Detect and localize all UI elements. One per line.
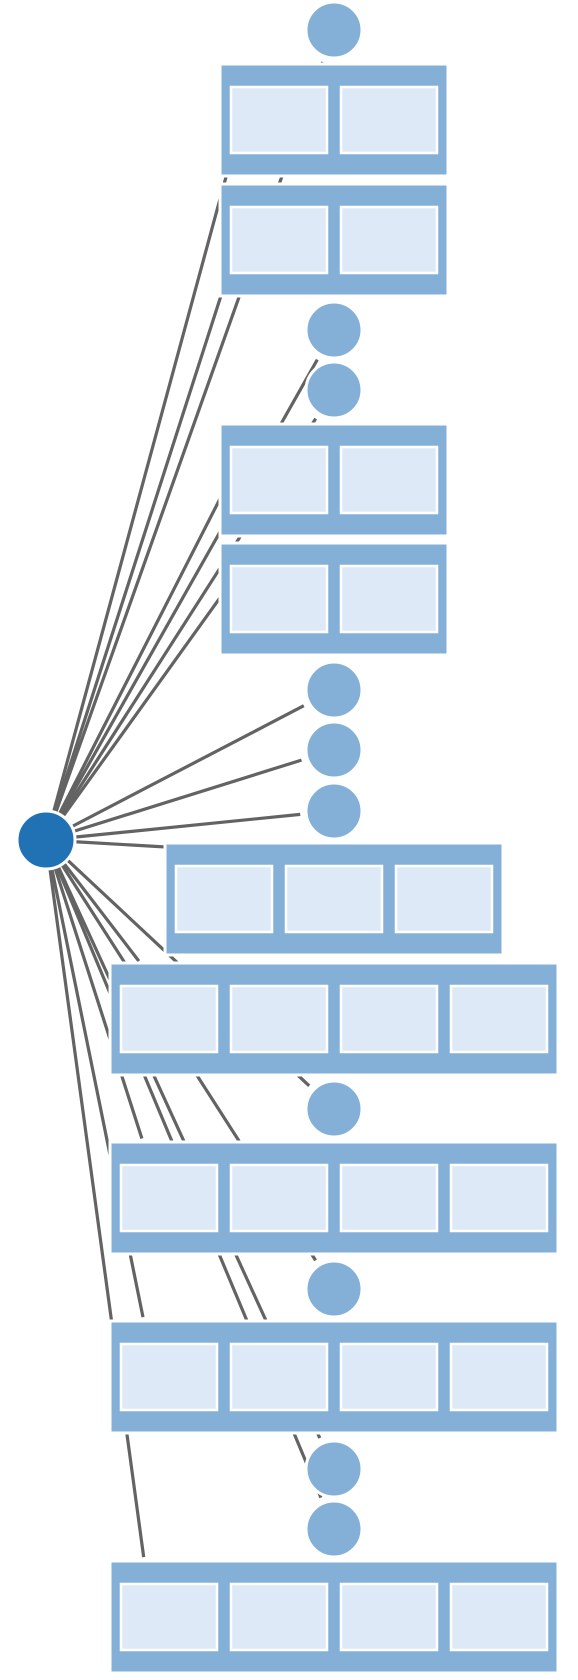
edge-root-to-node-5 (69, 758, 302, 835)
box-9-cell-2 (229, 1582, 329, 1652)
box-4-cell-2 (339, 564, 439, 634)
edge-root-to-box-3 (55, 438, 252, 819)
elements-layer (15, 0, 560, 1675)
box-6-cell-2 (229, 984, 329, 1054)
box-8-cell-1 (119, 1342, 219, 1412)
box-3 (218, 422, 450, 538)
box-1-cell-2 (339, 85, 439, 155)
root-node (15, 809, 77, 871)
box-7-cell-1 (119, 1163, 219, 1233)
box-2-cell-1 (229, 205, 329, 275)
edge-root-to-node-6 (70, 812, 301, 840)
box-7 (108, 1140, 560, 1256)
node-10 (304, 1499, 364, 1559)
box-5 (163, 841, 505, 957)
node-1 (304, 0, 364, 60)
box-8-cell-4 (449, 1342, 549, 1412)
edge-root-to-box-7 (52, 863, 144, 1139)
node-4 (304, 660, 364, 720)
node-3 (304, 360, 364, 420)
box-6-cell-3 (339, 984, 439, 1054)
box-5-cell-2 (284, 864, 384, 934)
edge-root-to-box-2 (52, 199, 254, 817)
node-7 (304, 1079, 364, 1139)
box-6-cell-1 (119, 984, 219, 1054)
box-6 (108, 961, 560, 1077)
box-9-cell-3 (339, 1582, 439, 1652)
node-9 (304, 1439, 364, 1499)
box-7-cell-3 (339, 1163, 439, 1233)
edge-root-to-box-6 (59, 858, 141, 963)
box-4 (218, 541, 450, 657)
box-2-cell-2 (339, 205, 439, 275)
box-6-cell-4 (449, 984, 549, 1054)
box-8-cell-2 (229, 1342, 329, 1412)
box-1-cell-1 (229, 85, 329, 155)
box-3-cell-1 (229, 445, 329, 515)
box-8-cell-3 (339, 1342, 439, 1412)
box-8 (108, 1319, 560, 1435)
edge-root-to-node-4 (67, 704, 305, 830)
box-5-cell-3 (394, 864, 494, 934)
edge-root-to-box-9 (47, 864, 146, 1558)
box-9-cell-4 (449, 1582, 549, 1652)
box-7-cell-4 (449, 1163, 549, 1233)
box-4-cell-1 (229, 564, 329, 634)
box-5-cell-1 (174, 864, 274, 934)
node-5 (304, 720, 364, 780)
node-6 (304, 781, 364, 841)
box-3-cell-2 (339, 445, 439, 515)
box-2 (218, 182, 450, 298)
edge-root-to-box-4 (59, 556, 251, 821)
box-7-cell-2 (229, 1163, 329, 1233)
box-9 (108, 1559, 560, 1675)
node-8 (304, 1259, 364, 1319)
box-1 (218, 62, 450, 178)
box-9-cell-1 (119, 1582, 219, 1652)
node-2 (304, 300, 364, 360)
